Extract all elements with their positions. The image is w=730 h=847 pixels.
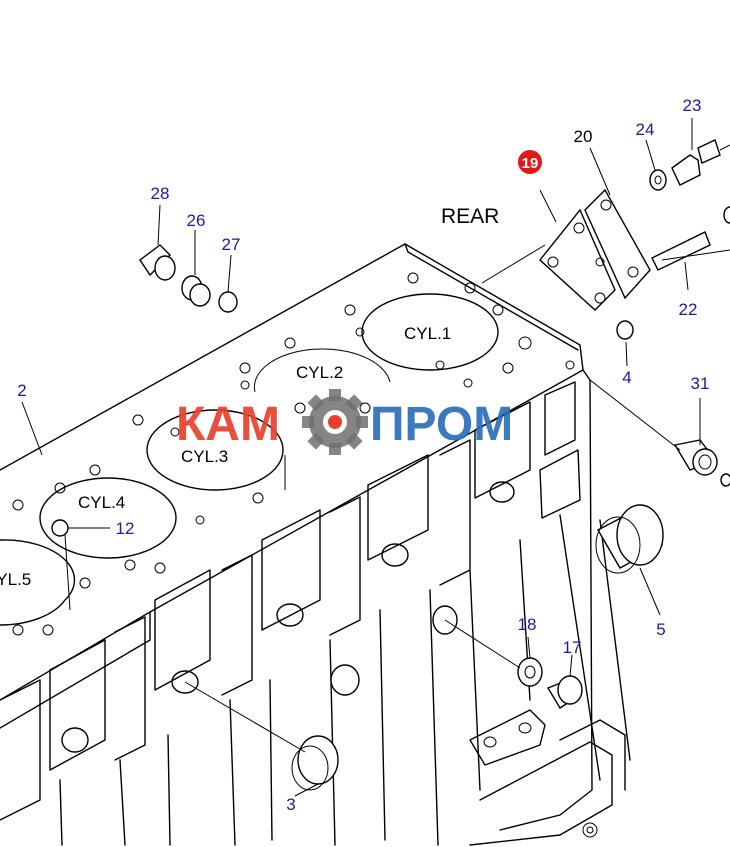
washer-24 xyxy=(649,169,667,191)
callout-4: 4 xyxy=(622,368,631,387)
cylinder-label-1: CYL.1 xyxy=(404,324,451,343)
callout-28: 28 xyxy=(151,184,170,203)
callout-27: 27 xyxy=(222,235,241,254)
watermark-right-text: ПРОМ xyxy=(370,398,513,451)
callouts: 19 20 24 23 22 4 31 5 28 26 27 2 12 18 1… xyxy=(17,96,709,814)
bolt-23 xyxy=(671,139,730,186)
rear-orientation-label: REAR xyxy=(441,205,499,228)
callout-12: 12 xyxy=(116,519,135,538)
callout-20: 20 xyxy=(574,127,593,146)
callout-31: 31 xyxy=(691,374,710,393)
washer-18 xyxy=(517,657,543,687)
gear-icon xyxy=(302,389,368,455)
callout-22: 22 xyxy=(679,300,698,319)
plug-block-side xyxy=(330,605,458,696)
o-ring-27 xyxy=(218,291,238,313)
plug-28 xyxy=(139,244,176,281)
cylinder-label-3: CYL.3 xyxy=(181,447,228,466)
cylinder-label-4: CYL.4 xyxy=(78,493,125,512)
callout-19-badge xyxy=(518,150,542,174)
watermark-left-text: КАМ xyxy=(176,398,280,451)
cylinder-label-2: CYL.2 xyxy=(296,363,343,382)
callout-24: 24 xyxy=(636,120,655,139)
callout-3: 3 xyxy=(286,795,295,814)
plug-12 xyxy=(51,519,69,537)
callout-19: 19 xyxy=(522,155,539,172)
bushing-5 xyxy=(595,504,664,574)
dowel-4 xyxy=(616,320,634,340)
watermark: КАМ ПРОМ xyxy=(176,389,513,455)
stud-22 xyxy=(651,206,730,271)
callout-2: 2 xyxy=(17,381,26,400)
cylinder-label-5: CYL.5 xyxy=(0,570,31,589)
plug-31 xyxy=(673,439,730,487)
plug-26 xyxy=(181,275,211,307)
callout-23: 23 xyxy=(683,96,702,115)
rear-cover-plate xyxy=(539,188,651,311)
leader-lines xyxy=(21,118,730,797)
callout-17: 17 xyxy=(563,638,582,657)
callout-18: 18 xyxy=(518,615,537,634)
bushing-3 xyxy=(291,735,339,791)
callout-26: 26 xyxy=(187,211,206,230)
plug-17 xyxy=(546,675,583,709)
callout-5: 5 xyxy=(656,620,665,639)
